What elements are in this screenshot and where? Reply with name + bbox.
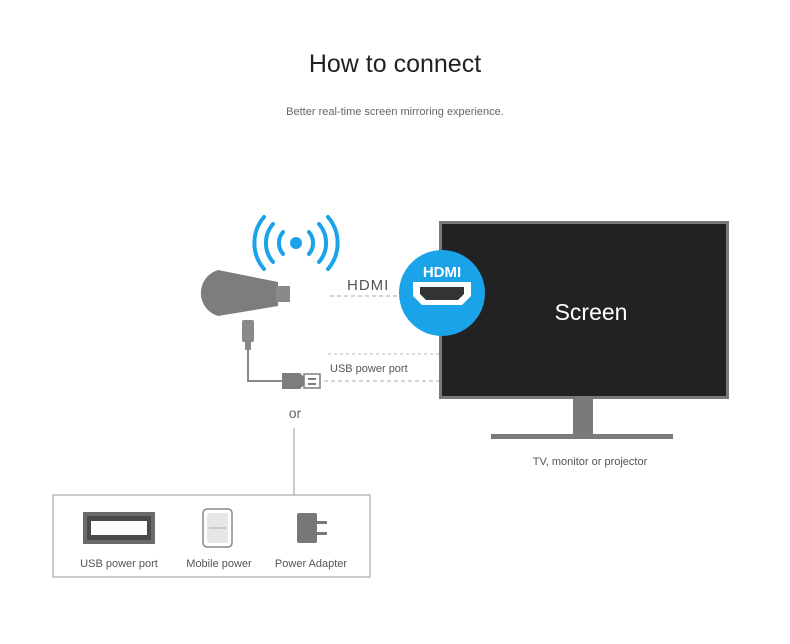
page-title: How to connect <box>308 50 482 78</box>
or-label: or <box>289 405 302 421</box>
hdmi-badge-label: HDMI <box>423 264 461 281</box>
screen-label: Screen <box>555 299 628 325</box>
display-caption: TV, monitor or projector <box>533 456 648 468</box>
option-label-power-adapter: Power Adapter <box>275 558 347 570</box>
hdmi-badge <box>399 250 485 336</box>
usb-plug <box>282 373 321 389</box>
wireless-dongle <box>200 270 290 316</box>
power-bank-icon <box>202 508 233 548</box>
wifi-signal-icon <box>252 215 340 271</box>
hdmi-label: HDMI <box>347 277 389 294</box>
display-monitor <box>439 221 729 439</box>
power-adapter-icon <box>297 513 327 543</box>
page-subtitle: Better real-time screen mirroring experi… <box>286 106 504 118</box>
option-label-usb-power-port: USB power port <box>80 558 158 570</box>
micro-usb-cable <box>242 320 282 382</box>
usb-power-port-label: USB power port <box>330 363 408 375</box>
usb-port-icon <box>83 512 155 544</box>
option-label-mobile-power: Mobile power <box>186 558 252 570</box>
